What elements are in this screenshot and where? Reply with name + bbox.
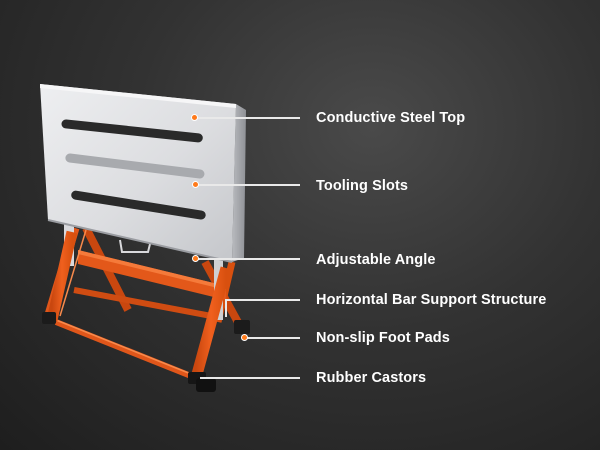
steel-tabletop <box>40 84 246 263</box>
callout-tooling-slots: Tooling Slots <box>316 178 409 194</box>
callout-castors: Rubber Castors <box>316 370 427 386</box>
horizontal-support-bars <box>54 250 226 381</box>
callout-foot-pads: Non-slip Foot Pads <box>316 330 450 346</box>
support-structure-callout-riser <box>225 299 227 317</box>
foot-pads-callout-line <box>246 337 300 339</box>
steel-top-callout-line <box>196 117 300 119</box>
castors <box>188 372 216 392</box>
steel-top-marker <box>191 114 198 121</box>
adjustable-angle-callout-line <box>197 258 300 260</box>
callout-adjustable-angle: Adjustable Angle <box>316 252 436 268</box>
foot-pads <box>42 312 250 334</box>
castors-callout-line <box>200 377 300 379</box>
callout-support-structure: Horizontal Bar Support Structure <box>316 292 547 308</box>
front-legs <box>46 229 232 380</box>
adjustable-angle-marker <box>192 255 199 262</box>
support-structure-callout-line <box>226 299 300 301</box>
tooling-slots-marker <box>192 181 199 188</box>
foot-pads-marker <box>241 334 248 341</box>
tooling-slots-callout-line <box>197 184 300 186</box>
callout-steel-top: Conductive Steel Top <box>316 110 466 126</box>
